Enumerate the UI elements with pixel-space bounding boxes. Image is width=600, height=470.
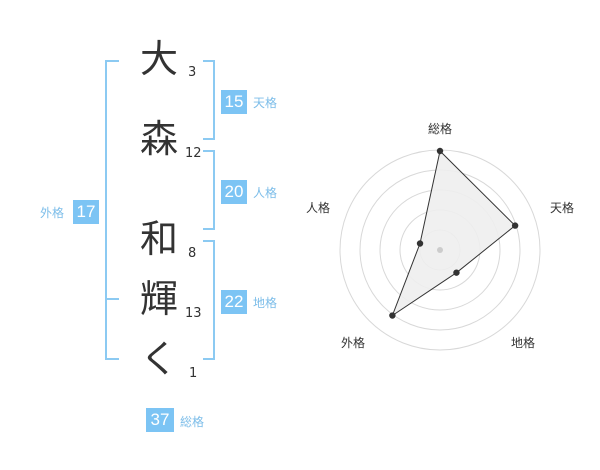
gaikaku-bracket — [105, 60, 119, 360]
name-char-4: 輝 — [139, 277, 178, 321]
soukaku-value: 37 — [146, 408, 174, 432]
name-char-2: 森 — [139, 117, 178, 161]
radar-axis-label-tenkaku: 天格 — [550, 200, 574, 215]
radar-axis-label-gaikaku: 外格 — [341, 335, 365, 350]
chikaku-value: 22 — [221, 290, 247, 314]
radar-axis-label-chikaku: 地格 — [511, 335, 535, 350]
stroke-count-2: 12 — [185, 146, 202, 161]
tenkaku-value: 15 — [221, 90, 247, 114]
chikaku-label: 地格 — [253, 296, 278, 310]
gaikaku-bracket-split — [105, 298, 119, 300]
stroke-count-3: 8 — [188, 246, 197, 261]
radar-center — [437, 247, 443, 253]
name-char-3: 和 — [139, 217, 178, 261]
radar-point-3 — [389, 312, 396, 319]
name-char-5: く — [139, 337, 178, 381]
radar-point-0 — [436, 147, 444, 155]
tenkaku-label: 天格 — [253, 96, 278, 110]
tenkaku-bracket — [203, 60, 215, 140]
radar-polygon — [391, 150, 516, 317]
radar-axis-label-soukaku: 総格 — [428, 121, 452, 136]
stroke-count-5: 1 — [189, 366, 198, 381]
jinkaku-value: 20 — [221, 180, 247, 204]
radar-point-1 — [511, 222, 519, 229]
radar-axis-label-jinkaku: 人格 — [306, 200, 330, 215]
name-char-1: 大 — [139, 37, 178, 81]
chikaku-bracket — [203, 240, 215, 360]
stroke-count-1: 3 — [188, 65, 197, 80]
stroke-count-4: 13 — [185, 306, 202, 321]
gaikaku-value: 17 — [73, 200, 99, 224]
jinkaku-bracket — [203, 150, 215, 230]
radar-point-2 — [453, 269, 460, 276]
jinkaku-label: 人格 — [253, 186, 278, 200]
soukaku-label: 総格 — [180, 415, 205, 429]
gaikaku-label: 外格 — [40, 206, 65, 220]
radar-point-4 — [416, 240, 424, 247]
radar-points — [389, 147, 519, 319]
